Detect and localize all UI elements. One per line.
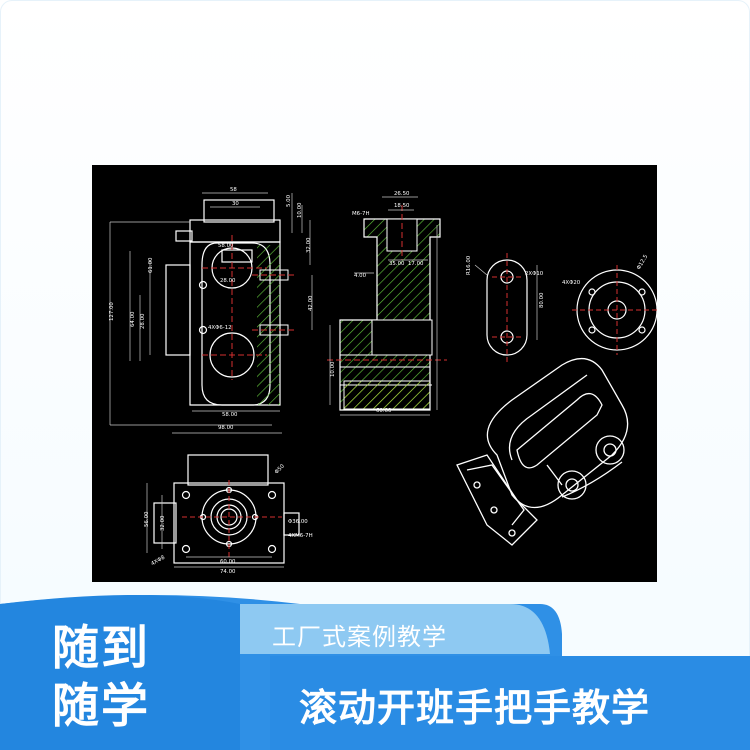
dim-front-127: 127.00 [109, 302, 115, 321]
dim-front-98: 98.00 [218, 425, 234, 431]
dim-link-2phi10: 2XΦ10 [525, 271, 544, 277]
dim-front-32: 32.00 [306, 237, 312, 253]
link-plate-text: R16.00 2XΦ10 80.00 [466, 255, 545, 308]
front-view-dimension-text: 58 30 5.00 10.00 32.00 58.00 28.00 4XΦ6-… [109, 187, 314, 431]
dim-side-10: 10.00 [330, 361, 336, 377]
dim-front-64: 64.00 [130, 311, 136, 327]
dim-link-r16: R16.00 [466, 255, 472, 275]
dim-side-60: 60.00 [376, 408, 392, 414]
dim-bottom-60: 60.00 [220, 559, 236, 565]
link-plate-view [486, 259, 528, 356]
flange-text: 4XΦ20 Φ12.5 [562, 254, 649, 286]
dim-side-17: 17.00 [408, 261, 424, 267]
side-section-view [339, 218, 441, 411]
dim-front-holes: 4XΦ6-12 [208, 325, 232, 331]
link-plate-dim-lines [474, 264, 538, 340]
bottom-view-centerlines [182, 480, 282, 557]
dim-bottom-56: 56.00 [144, 511, 150, 527]
dim-side-35: 35.00 [389, 261, 405, 267]
dim-flange-4phi: 4XΦ20 [562, 280, 581, 286]
dim-flange-phi: Φ12.5 [636, 254, 649, 271]
cad-drawing-screenshot: 58 30 5.00 10.00 32.00 58.00 28.00 4XΦ6-… [92, 165, 657, 582]
dim-bottom-32: 32.00 [160, 515, 166, 531]
cad-drawing-svg: 58 30 5.00 10.00 32.00 58.00 28.00 4XΦ6-… [109, 187, 657, 575]
banner-background [0, 595, 750, 750]
dim-side-thread: M6-7H [352, 211, 370, 217]
dim-front-58-inner: 58.00 [218, 243, 234, 249]
bottom-view-text: 56.00 32.00 Φ50 Φ36.00 4XM6-7H 60.00 74.… [144, 463, 313, 575]
flange-centerlines [572, 265, 657, 355]
bottom-banner [0, 594, 750, 750]
bottom-view-dim-lines [146, 483, 284, 568]
isometric-3d-view [456, 358, 629, 546]
link-plate-centerlines [492, 253, 522, 363]
front-view-dimension-lines [109, 192, 313, 434]
dim-front-58-bottom: 58.00 [222, 412, 238, 418]
dim-front-42: 42.00 [308, 295, 314, 311]
dim-bottom-phi36: Φ36.00 [288, 519, 308, 525]
dim-side-18: 18.50 [394, 203, 410, 209]
banner-headline: 滚动开班手把手教学 [299, 686, 651, 730]
dim-bottom-4phi8: 4XΦ8 [150, 554, 166, 567]
dim-link-80: 80.00 [539, 292, 545, 308]
dim-front-28b: 28.00 [140, 313, 146, 329]
side-view-dimension-lines [329, 196, 438, 416]
dim-front-10: 10.00 [297, 202, 303, 218]
dim-side-4: 4.00 [354, 273, 367, 279]
dim-front-30: 30 [232, 201, 239, 207]
dim-side-26: 26.50 [394, 191, 410, 197]
dim-front-61: 61.00 [148, 257, 154, 273]
banner-left-line-2: 随学 [52, 679, 150, 734]
dim-bottom-thread: 4XM6-7H [288, 533, 313, 539]
banner-subtitle: 工厂式案例教学 [272, 623, 447, 651]
side-view-dimension-text: 26.50 18.50 M6-7H 35.00 17.00 4.00 60.00… [330, 191, 424, 414]
front-view-centerlines [202, 235, 297, 380]
banner-left-line-1: 随到 [52, 621, 150, 676]
dim-bottom-phi50: Φ50 [274, 463, 286, 475]
dim-front-28: 28.00 [220, 278, 236, 284]
side-view-centerlines [327, 205, 447, 361]
dim-front-5: 5.00 [286, 194, 292, 207]
dim-bottom-74: 74.00 [220, 569, 236, 575]
dim-front-58: 58 [230, 187, 237, 193]
